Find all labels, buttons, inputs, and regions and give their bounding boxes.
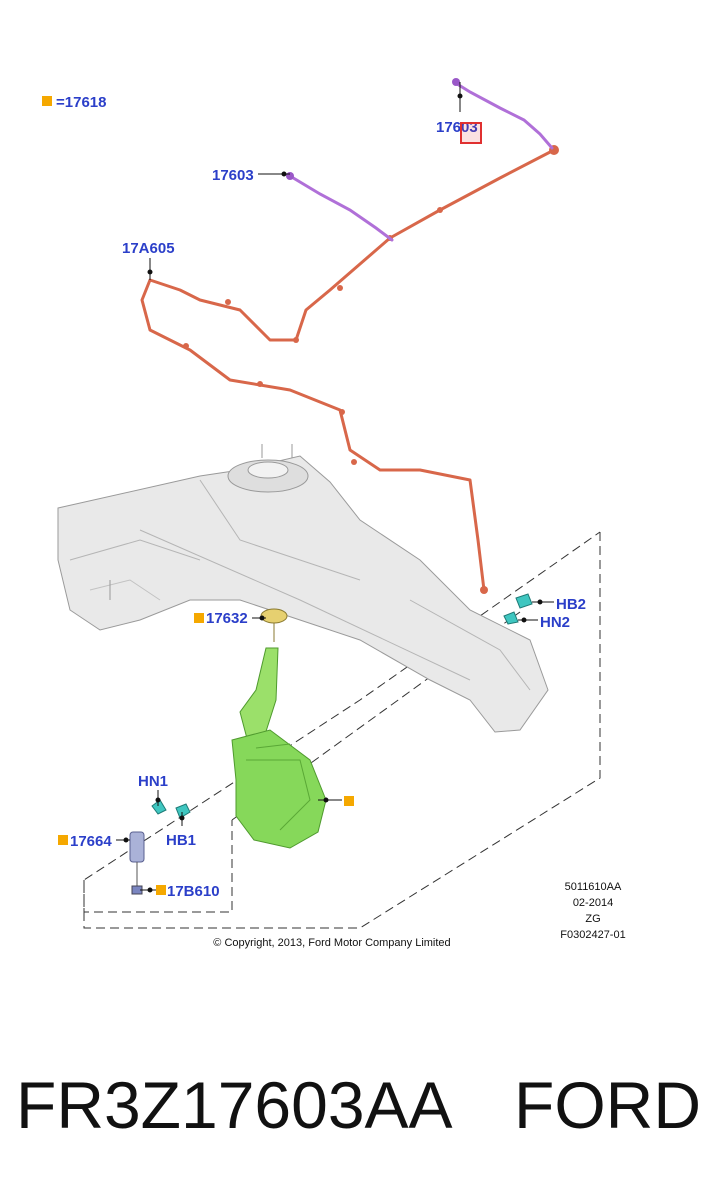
pump-marker bbox=[58, 835, 68, 845]
left-jet-nozzle bbox=[286, 172, 294, 180]
meta-line-4: F0302427-01 bbox=[560, 929, 625, 941]
meta-line-3: ZG bbox=[585, 913, 600, 925]
cap-marker bbox=[194, 613, 204, 623]
brand-name: FORD bbox=[514, 1068, 701, 1142]
top-jet-hose bbox=[452, 80, 554, 150]
callout-cap: 17632 bbox=[206, 610, 248, 627]
legend-label: =17618 bbox=[56, 94, 106, 111]
part-number: FR3Z17603AA bbox=[16, 1068, 453, 1142]
footer: FR3Z17603AA FORD bbox=[0, 1062, 708, 1162]
meta-line-1: 5011610AA bbox=[565, 881, 622, 893]
reservoir-marker bbox=[344, 796, 354, 806]
top-jet-nozzle bbox=[452, 78, 460, 86]
callout-pump: 17664 bbox=[70, 833, 112, 850]
clip-hn2 bbox=[503, 611, 519, 625]
callout-main-hose: 17A605 bbox=[122, 240, 175, 257]
filler-cap bbox=[260, 608, 288, 642]
parts-diagram: =17618 17603 17603 17A605 17632 HB2 HN2 … bbox=[42, 78, 626, 949]
copyright: © Copyright, 2013, Ford Motor Company Li… bbox=[213, 937, 450, 949]
grommet-marker bbox=[156, 885, 166, 895]
leader-lines bbox=[116, 82, 554, 893]
legend-marker bbox=[42, 96, 52, 106]
selection-highlight bbox=[460, 122, 482, 144]
meta-line-2: 02-2014 bbox=[573, 897, 613, 909]
callout-hn1: HN1 bbox=[138, 773, 168, 790]
callout-left-hose: 17603 bbox=[212, 167, 254, 184]
clip-hb1 bbox=[175, 803, 191, 819]
left-jet-hose bbox=[288, 174, 394, 242]
callout-grommet: 17B610 bbox=[167, 883, 220, 900]
washer-pump bbox=[129, 831, 145, 895]
washer-reservoir bbox=[231, 647, 327, 849]
callout-hn2: HN2 bbox=[540, 614, 570, 631]
clip-hb2 bbox=[515, 593, 533, 609]
callout-hb2: HB2 bbox=[556, 596, 586, 613]
body-frame bbox=[57, 444, 549, 733]
callout-hb1: HB1 bbox=[166, 832, 196, 849]
